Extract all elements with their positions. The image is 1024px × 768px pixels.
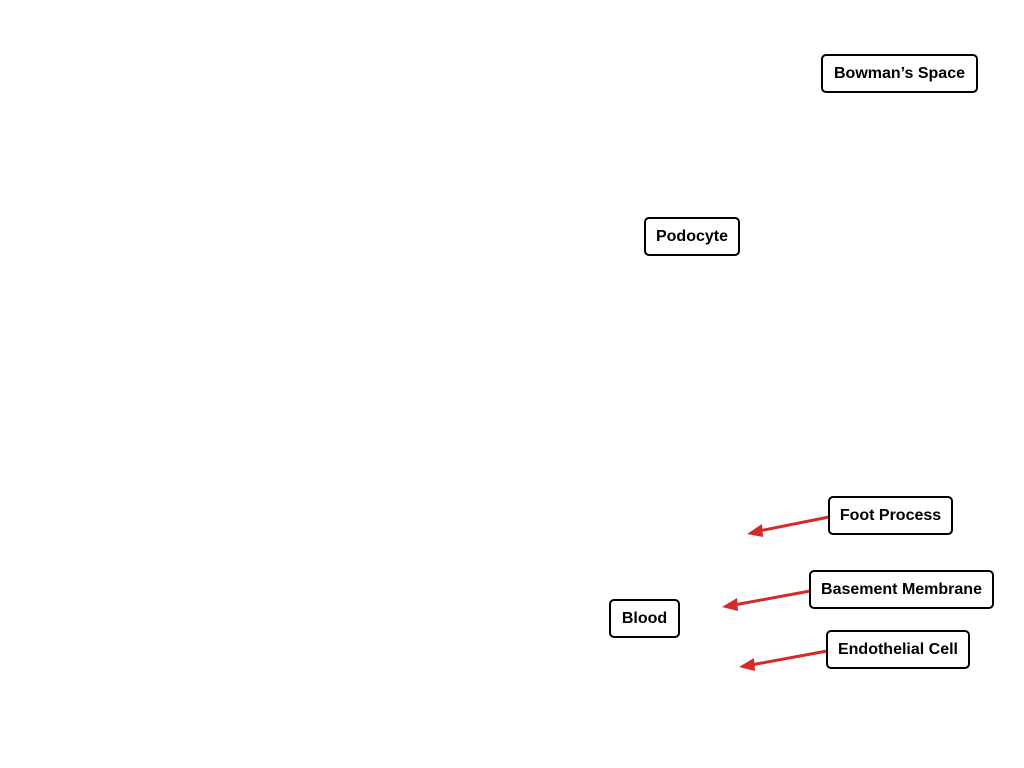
arrow-basement-membrane: [722, 589, 812, 611]
basement-membrane-label: Basement Membrane: [809, 570, 994, 609]
foot-process-label: Foot Process: [828, 496, 953, 535]
arrow-endothelial-cell: [739, 649, 829, 671]
bowmans-space-label: Bowman’s Space: [821, 54, 978, 93]
endothelial-cell-label: Endothelial Cell: [826, 630, 970, 669]
arrow-foot-process: [747, 515, 831, 537]
blood-label: Blood: [609, 599, 680, 638]
podocyte-label: Podocyte: [644, 217, 740, 256]
